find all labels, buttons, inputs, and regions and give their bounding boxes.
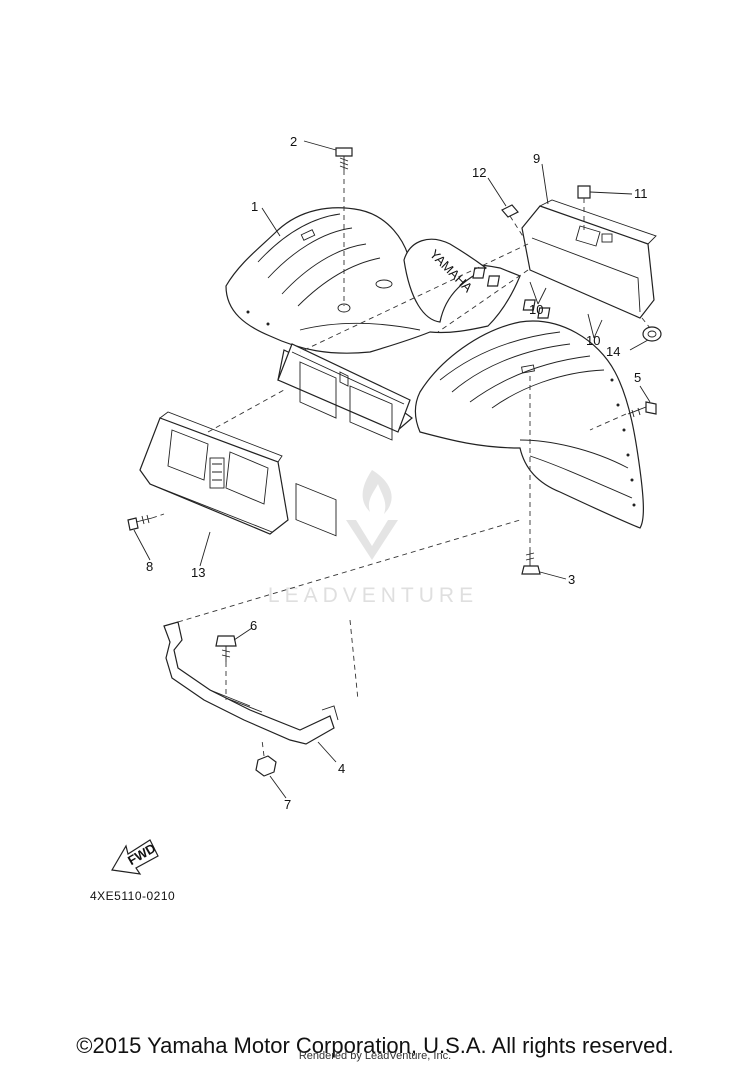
- callout-2: 2: [290, 134, 297, 149]
- headlight-bezel: [139, 411, 289, 535]
- callout-1: 1: [251, 199, 258, 214]
- bolt-2: [335, 147, 353, 170]
- callouts: 1 2 3 4 5 6 7 8 9 10 10 11 12 13 14: [146, 134, 648, 812]
- dampers-10: [472, 267, 551, 319]
- bracket-4: [163, 621, 339, 745]
- leader-lines: [133, 140, 651, 799]
- callout-14: 14: [606, 344, 620, 359]
- callout-7: 7: [284, 797, 291, 812]
- callout-11: 11: [634, 186, 648, 201]
- callout-8: 8: [146, 559, 153, 574]
- callout-10b: 10: [586, 333, 600, 348]
- bolt-6: [215, 635, 237, 662]
- rendered-by-text: Rendered by LeadVenture, Inc.: [298, 1050, 452, 1062]
- grommet-14: [642, 326, 662, 342]
- front-fender: YAMAHA: [225, 207, 644, 529]
- callout-6: 6: [250, 618, 257, 633]
- nut-7: [255, 755, 277, 777]
- assembly-lines: [151, 170, 651, 757]
- bolt-5: [627, 401, 657, 418]
- bolt-3: [521, 550, 541, 575]
- copyright-text: ©2015 Yamaha Motor Corporation, U.S.A. A…: [76, 1033, 674, 1058]
- fwd-arrow-icon: FWD: [111, 839, 159, 875]
- bolt-8: [127, 514, 153, 531]
- leadventure-watermark: LEADVENTURE: [268, 470, 478, 607]
- callout-3: 3: [568, 572, 575, 587]
- side-panel: [521, 199, 657, 319]
- watermark-text: LEADVENTURE: [268, 584, 478, 607]
- clip-11: [577, 185, 591, 199]
- callout-4: 4: [338, 761, 345, 776]
- headlight-housing: [277, 343, 413, 537]
- callout-10a: 10: [529, 302, 543, 317]
- grommet-12: [501, 204, 519, 218]
- callout-9: 9: [533, 151, 540, 166]
- callout-13: 13: [191, 565, 205, 580]
- part-code: 4XE5110-0210: [90, 889, 175, 903]
- callout-5: 5: [634, 370, 641, 385]
- callout-12: 12: [472, 165, 486, 180]
